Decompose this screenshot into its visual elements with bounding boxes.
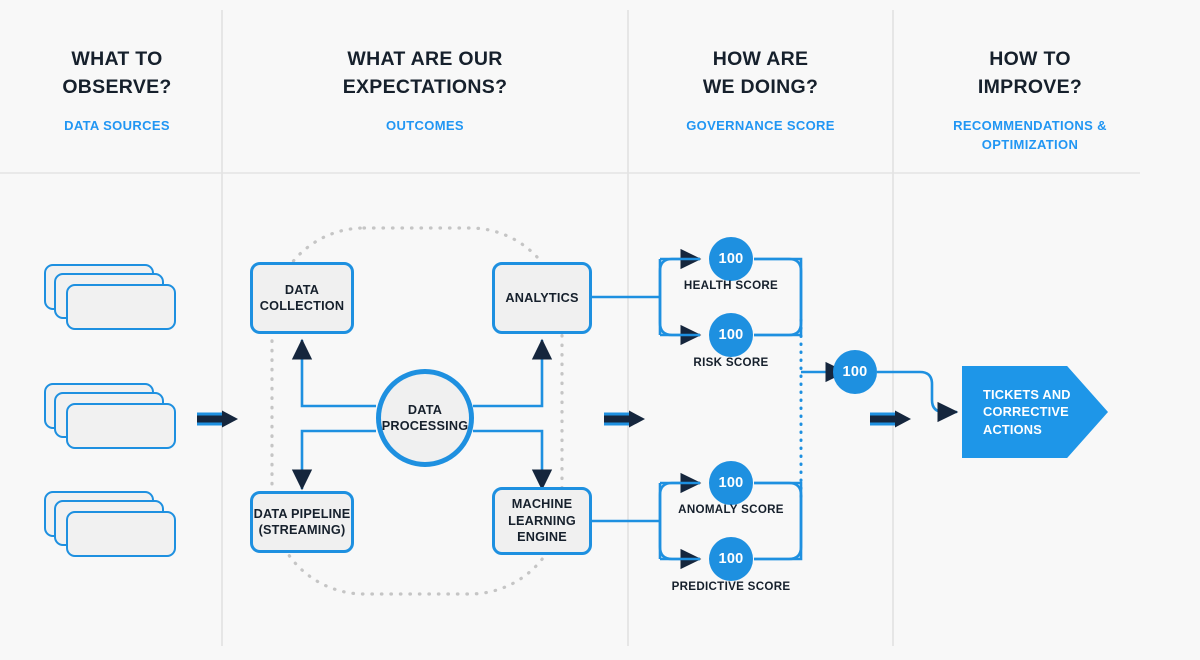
card-sheet-front [66, 511, 176, 557]
score-value: 100 [709, 537, 753, 581]
data-source-stack-3[interactable] [44, 491, 176, 563]
score-label: PREDICTIVE SCORE [671, 580, 791, 593]
column-title: WHAT TO OBSERVE? [62, 48, 172, 98]
card-sheet-front [66, 403, 176, 449]
column-header-governance: HOW ARE WE DOING? GOVERNANCE SCORE [629, 46, 892, 136]
banner-connector [877, 370, 959, 423]
column-title: WHAT ARE OUR EXPECTATIONS? [342, 48, 508, 98]
score-label: RISK SCORE [693, 356, 769, 369]
node-data-pipeline[interactable]: DATA PIPELINE (STREAMING) [250, 491, 354, 553]
score-value: 100 [709, 313, 753, 357]
node-data-collection[interactable]: DATA COLLECTION [250, 262, 354, 334]
data-source-stack-1[interactable] [44, 264, 176, 336]
node-data-processing[interactable]: DATA PROCESSING [376, 369, 474, 467]
stage-arrow-3 [870, 410, 911, 428]
column-header-observe: WHAT TO OBSERVE? DATA SOURCES [10, 46, 224, 136]
stage-arrow-1 [197, 410, 238, 428]
column-subtitle: RECOMMENDATIONS & OPTIMIZATION [953, 118, 1107, 152]
score-label: HEALTH SCORE [683, 279, 779, 292]
column-header-expectations: WHAT ARE OUR EXPECTATIONS? OUTCOMES [223, 46, 627, 136]
column-title: HOW TO IMPROVE? [977, 48, 1083, 98]
card-sheet-front [66, 284, 176, 330]
node-analytics[interactable]: ANALYTICS [492, 262, 592, 334]
stage-arrow-2 [604, 410, 645, 428]
column-subtitle: OUTCOMES [386, 118, 464, 134]
column-header-improve: HOW TO IMPROVE? RECOMMENDATIONS & OPTIMI… [894, 46, 1166, 154]
output-banner-tickets[interactable]: TICKETS AND CORRECTIVE ACTIONS [962, 366, 1108, 458]
score-value: 100 [709, 461, 753, 505]
column-subtitle: DATA SOURCES [64, 118, 170, 134]
column-subtitle: GOVERNANCE SCORE [686, 118, 835, 134]
node-ml-engine[interactable]: MACHINE LEARNING ENGINE [492, 487, 592, 555]
column-title: HOW ARE WE DOING? [702, 48, 819, 98]
score-aggregate[interactable]: 100 [833, 350, 877, 394]
score-value: 100 [709, 237, 753, 281]
score-label: ANOMALY SCORE [678, 503, 784, 516]
data-source-stack-2[interactable] [44, 383, 176, 455]
